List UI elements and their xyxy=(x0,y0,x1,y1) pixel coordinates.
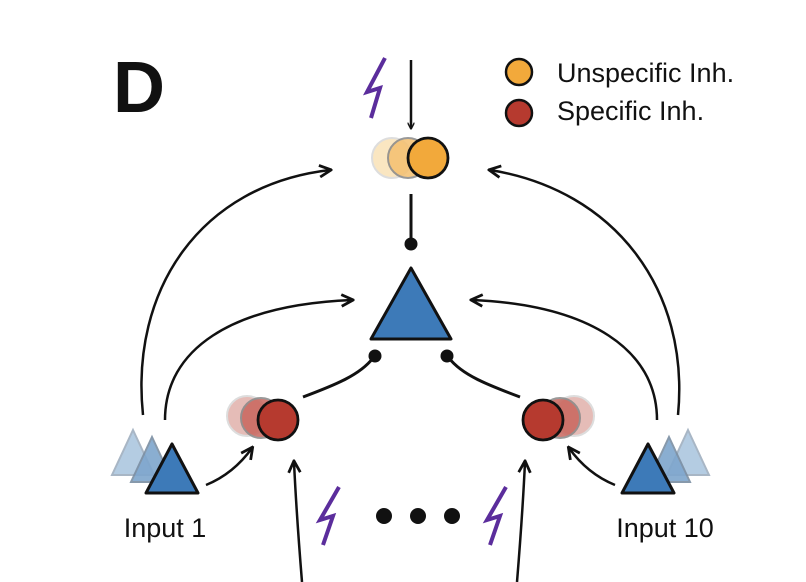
ellipsis-dots xyxy=(376,508,460,524)
legend: Unspecific Inh. Specific Inh. xyxy=(504,57,734,128)
arc-input1-to-output xyxy=(163,300,352,421)
inhibitory-synapse-left xyxy=(368,349,382,363)
stim-arrow-left xyxy=(294,462,304,582)
input-10-neuron xyxy=(620,442,676,495)
unspecific-inhibitor-neuron xyxy=(406,136,450,180)
legend-unspecific-label: Unspecific Inh. xyxy=(557,58,734,88)
legend-specific-label: Specific Inh. xyxy=(557,96,704,126)
unspecific-inhibitor-population xyxy=(371,136,450,180)
input-10-population xyxy=(620,427,711,495)
inhibitory-synapse-right xyxy=(440,349,454,363)
inhibitory-link-right xyxy=(447,357,521,399)
specific-inhibitor-right xyxy=(521,395,595,442)
stimulation-bolt-top xyxy=(362,57,387,119)
stimulation-bolt-left xyxy=(315,486,341,546)
legend-specific-swatch xyxy=(504,98,534,128)
input-1-label: Input 1 xyxy=(124,513,207,543)
output-excitatory-neuron xyxy=(369,266,453,341)
specific-inhibitor-right-neuron xyxy=(521,398,565,442)
legend-unspecific-swatch xyxy=(504,57,534,87)
arc-input10-to-unspecific xyxy=(490,170,681,416)
arc-input10-to-output xyxy=(472,300,659,421)
input-1-neuron xyxy=(144,442,200,495)
input-10-label: Input 10 xyxy=(616,513,714,543)
inhibitory-synapse-top xyxy=(404,237,418,251)
arrow-input1-to-specific xyxy=(205,448,252,487)
arc-input1-to-unspecific xyxy=(140,170,330,416)
panel-letter: D xyxy=(113,48,165,128)
input-1-population xyxy=(110,427,200,495)
specific-inhibitor-left xyxy=(226,395,300,442)
inhibitory-link-left xyxy=(302,357,375,399)
stim-arrow-right xyxy=(515,462,525,582)
specific-inhibitor-left-neuron xyxy=(256,398,300,442)
arrow-input10-to-specific xyxy=(569,448,616,487)
stimulation-bolt-right xyxy=(482,486,508,546)
